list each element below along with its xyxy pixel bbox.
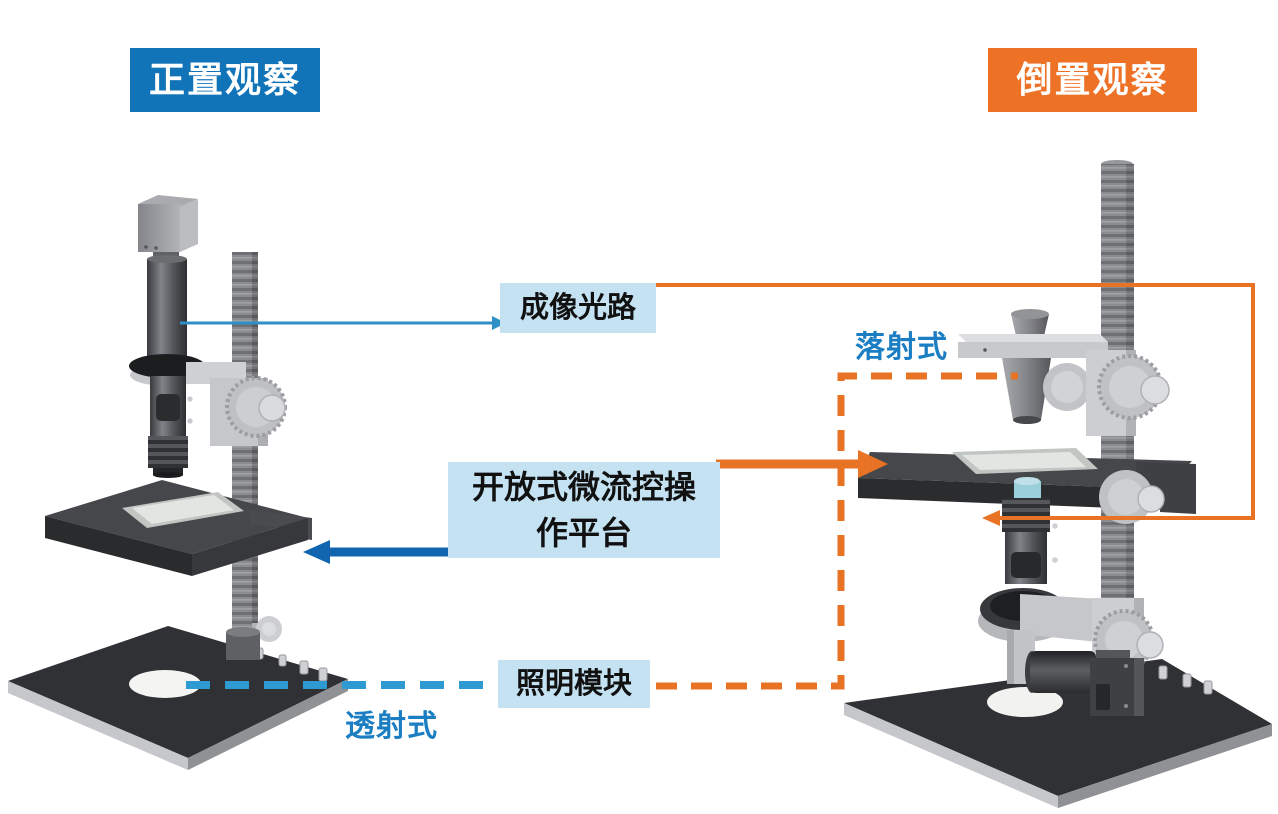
- transmitted-illumination-window: [129, 670, 201, 698]
- illumination-module-label: 照明模块: [498, 660, 650, 708]
- imaging-path-connector-orange: [650, 283, 1255, 526]
- specimen-stage: [858, 448, 1196, 514]
- base-pins: [1158, 665, 1213, 695]
- specimen-stage: [45, 480, 312, 576]
- focus-knob: [225, 376, 287, 438]
- objective-lens: [1002, 498, 1058, 584]
- base-pins: [255, 647, 328, 682]
- imaging-path-connector-blue: [180, 316, 506, 330]
- upper-focus-knob: [1097, 354, 1170, 420]
- mid-focus-knob: [1099, 470, 1165, 524]
- epi-mode-label: 落射式: [855, 331, 948, 364]
- transmitted-mode-label: 透射式: [345, 710, 438, 743]
- camera-box: [138, 195, 198, 259]
- stand-pole: [232, 252, 258, 662]
- platform-arrow-orange: [716, 450, 888, 478]
- base-plate: [844, 659, 1272, 808]
- camera-module: [1007, 630, 1144, 716]
- objective-lens: [148, 376, 193, 478]
- base-plate: [8, 626, 348, 770]
- connectors: [180, 283, 1255, 690]
- inverted-observation-header: 倒置观察: [988, 48, 1197, 112]
- inverted-microscope-illustration: [844, 160, 1272, 808]
- transmitted-illumination-window: [987, 687, 1063, 717]
- lens-tube: [147, 255, 187, 362]
- imaging-path-label: 成像光路: [500, 283, 656, 333]
- platform-arrow-blue: [303, 540, 450, 564]
- upright-observation-header: 正置观察: [130, 48, 320, 112]
- upright-microscope-illustration: [8, 195, 348, 770]
- microfluidic-platform-label: 开放式微流控操作平台: [448, 462, 720, 558]
- condenser-blue-ring: [1014, 477, 1041, 499]
